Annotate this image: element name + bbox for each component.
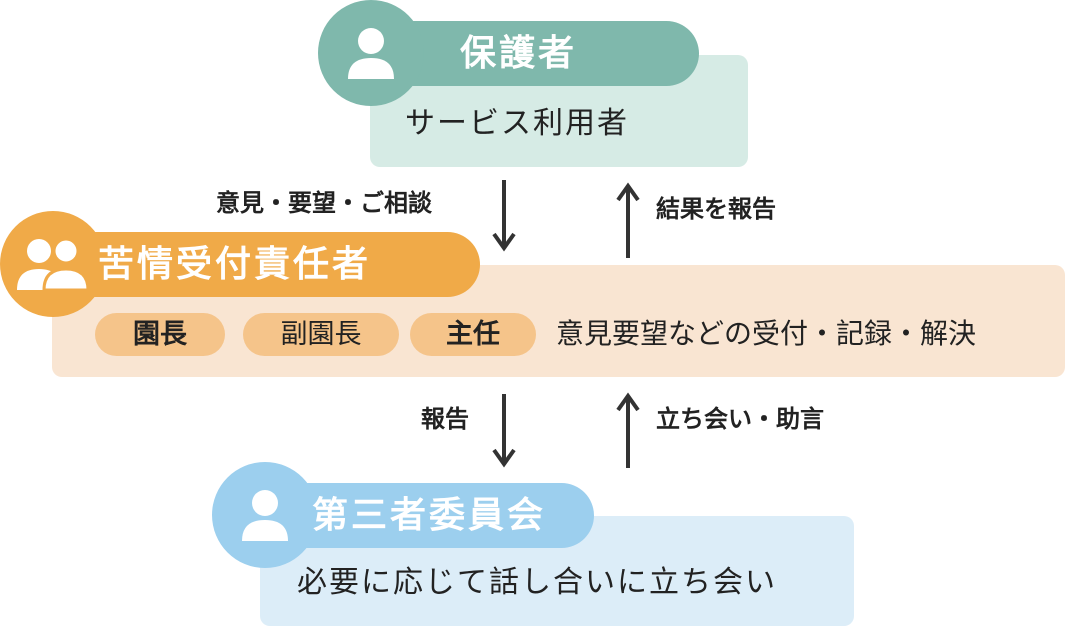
group-icon (17, 237, 90, 292)
flow-label-report: 報告 (421, 405, 469, 433)
person-icon (242, 490, 288, 541)
guardian-icon-circle (318, 0, 424, 106)
guardian-title: 保護者 (460, 33, 578, 74)
manager-description: 意見要望などの受付・記録・解決 (556, 317, 977, 350)
manager-header-bar (50, 232, 480, 297)
committee-icon-circle (212, 462, 318, 568)
committee-header: 第三者委員会 (212, 462, 594, 568)
arrow-up-result (616, 182, 640, 258)
flow-label-result: 結果を報告 (656, 195, 776, 223)
committee-subtitle: 必要に応じて話し合いに立ち会い (297, 565, 777, 600)
manager-icon-circle (0, 211, 106, 317)
role-chip-director: 園長 (95, 313, 225, 356)
arrow-down-request (492, 180, 516, 252)
flow-label-assist: 立ち会い・助言 (656, 405, 824, 433)
manager-header: 苦情受付責任者 (0, 211, 480, 317)
role-chip-vice-director: 副園長 (243, 313, 399, 356)
flow-label-request: 意見・要望・ご相談 (216, 189, 432, 217)
role-chip-chief: 主任 (410, 313, 536, 356)
manager-title: 苦情受付責任者 (98, 244, 372, 285)
guardian-subtitle: サービス利用者 (405, 106, 629, 141)
committee-title: 第三者委員会 (312, 495, 547, 536)
guardian-header: 保護者 (318, 0, 699, 106)
arrow-up-assist (616, 392, 640, 468)
person-icon (348, 28, 394, 79)
arrow-down-report (492, 394, 516, 468)
